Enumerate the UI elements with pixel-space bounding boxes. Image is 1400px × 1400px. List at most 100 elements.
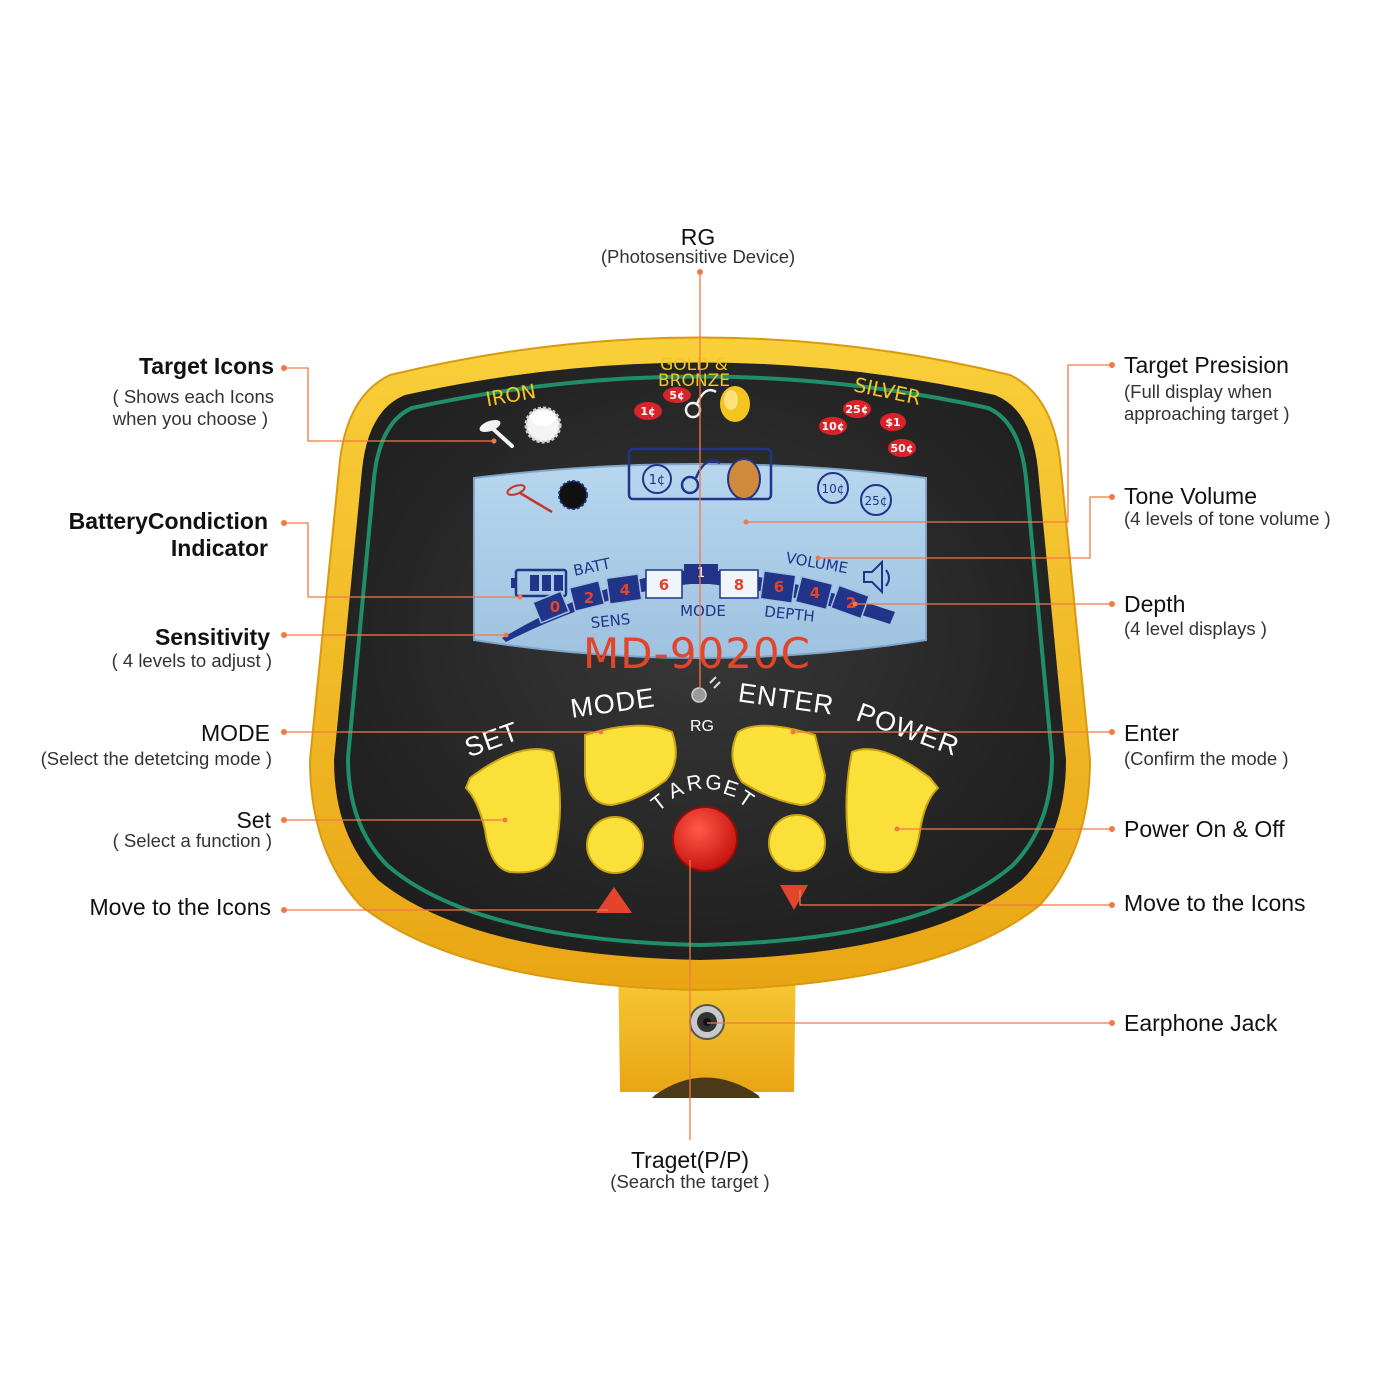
svg-text:5¢: 5¢	[669, 389, 684, 402]
move-up-button[interactable]	[586, 816, 644, 874]
gold-nugget-icon	[720, 386, 750, 422]
callout-sensitivity-title: Sensitivity	[155, 624, 270, 650]
panel-ring	[345, 374, 1055, 948]
leader-lines	[281, 269, 1115, 1140]
callout-battery: BatteryCondiction Indicator	[69, 508, 268, 561]
callout-depth: Depth (4 level displays )	[1124, 591, 1267, 639]
callout-target-precision-title: Target Presision	[1124, 352, 1289, 378]
callout-target-precision: Target Presision (Full display when appr…	[1124, 352, 1290, 424]
coin-1-dollar: $1	[880, 413, 906, 431]
callout-mode-sub: (Select the detetcing mode )	[41, 748, 272, 769]
callout-rg-sub: (Photosensitive Device)	[601, 246, 795, 267]
model-name: MD-9020C	[583, 629, 811, 678]
callout-enter-title: Enter	[1124, 720, 1179, 746]
lcd-speaker-icon	[863, 559, 890, 595]
callout-power-title: Power On & Off	[1124, 816, 1285, 842]
callout-earphone-title: Earphone Jack	[1124, 1010, 1278, 1036]
lcd-sens-label: SENS	[590, 610, 631, 632]
lcd-seg-6b: 6	[774, 578, 784, 596]
callout-tone-volume-title: Tone Volume	[1124, 483, 1257, 509]
lcd-seg-8: 8	[734, 576, 744, 594]
target-letter-r: R	[685, 771, 704, 796]
move-down-button[interactable]	[768, 814, 826, 872]
callout-battery-title1: BatteryCondiction	[69, 508, 268, 534]
callout-target-pp-sub: (Search the target )	[610, 1171, 769, 1192]
callout-set: Set ( Select a function )	[113, 807, 272, 851]
target-button[interactable]	[672, 806, 738, 872]
coin-10c: 10¢	[819, 417, 847, 435]
callout-enter: Enter (Confirm the mode )	[1124, 720, 1289, 769]
svg-text:10¢: 10¢	[822, 482, 845, 496]
callout-set-title: Set	[236, 807, 271, 833]
svg-text:10¢: 10¢	[822, 420, 845, 433]
callout-set-sub: ( Select a function )	[113, 830, 272, 851]
callout-depth-title: Depth	[1124, 591, 1185, 617]
lcd-ring-icon	[680, 459, 721, 495]
target-categories: IRON GOLD & BRONZE SILVER 1¢ 5¢	[479, 355, 923, 457]
lcd-segment-arc	[502, 564, 895, 642]
lcd-seg-6: 6	[659, 576, 669, 594]
callout-earphone: Earphone Jack	[1124, 1010, 1278, 1036]
target-letter-g: G	[705, 771, 723, 795]
callout-move-left: Move to the Icons	[89, 894, 271, 920]
gold-label-1: GOLD &	[660, 355, 728, 375]
callout-sensitivity: Sensitivity ( 4 levels to adjust )	[112, 624, 272, 671]
callout-mode: MODE (Select the detetcing mode )	[41, 720, 272, 769]
nail-icon	[479, 419, 514, 448]
callout-target-icons-title: Target Icons	[139, 353, 274, 379]
coin-50c: 50¢	[888, 439, 916, 457]
lcd-gold-icon	[727, 458, 761, 500]
lcd-seg-1: 1	[697, 566, 705, 581]
callout-target-pp: Traget(P/P) (Search the target )	[610, 1147, 769, 1192]
rg-label: RG	[690, 718, 714, 735]
rg-sensor: RG	[690, 676, 721, 735]
svg-text:50¢: 50¢	[891, 442, 914, 455]
callout-target-icons-sub1: ( Shows each Icons	[113, 386, 274, 407]
power-button[interactable]	[845, 748, 940, 874]
set-button[interactable]	[464, 748, 562, 874]
callout-target-pp-title: Traget(P/P)	[631, 1147, 749, 1173]
callout-move-right-title: Move to the Icons	[1124, 890, 1306, 916]
lcd-depth-label: DEPTH	[763, 602, 815, 625]
mode-button[interactable]	[584, 724, 677, 807]
lcd-battery-icon	[511, 568, 568, 598]
callout-move-left-title: Move to the Icons	[89, 894, 271, 920]
svg-text:1¢: 1¢	[640, 405, 655, 418]
shaft-cuff	[652, 1077, 760, 1098]
enter-button[interactable]	[731, 724, 827, 807]
lcd-seg-4b: 4	[810, 584, 820, 602]
callout-target-precision-sub2: approaching target )	[1124, 403, 1290, 424]
callout-mode-title: MODE	[201, 720, 270, 746]
callout-power: Power On & Off	[1124, 816, 1285, 842]
coin-5c: 5¢	[663, 387, 691, 403]
svg-text:$1: $1	[885, 416, 900, 429]
callout-battery-title2: Indicator	[171, 535, 268, 561]
coin-1c: 1¢	[634, 402, 662, 420]
callout-target-icons: Target Icons ( Shows each Icons when you…	[112, 353, 274, 429]
lcd-seg-2b: 2	[846, 594, 856, 612]
target-letter-e: E	[720, 776, 740, 802]
callout-rg: RG (Photosensitive Device)	[601, 224, 795, 267]
lcd-coin-25c: 25¢	[860, 484, 892, 516]
callout-sensitivity-sub: ( 4 levels to adjust )	[112, 650, 272, 671]
callout-target-precision-sub1: (Full display when	[1124, 381, 1272, 402]
down-arrow-icon	[780, 885, 808, 910]
callout-tone-volume: Tone Volume (4 levels of tone volume )	[1124, 483, 1331, 529]
callout-tone-volume-sub: (4 levels of tone volume )	[1124, 508, 1331, 529]
callout-move-right: Move to the Icons	[1124, 890, 1306, 916]
callout-rg-title: RG	[681, 224, 716, 250]
lcd-seg-0: 0	[550, 598, 560, 616]
up-arrow-icon	[596, 887, 632, 913]
svg-text:25¢: 25¢	[865, 494, 888, 508]
lcd-seg-4: 4	[620, 581, 630, 599]
earphone-jack[interactable]	[689, 1004, 725, 1040]
lcd-bottle-cap-icon	[558, 480, 588, 510]
svg-text:1¢: 1¢	[649, 473, 666, 488]
lcd-mode-label: MODE	[680, 602, 726, 620]
lcd-coin-10c: 10¢	[817, 472, 849, 504]
svg-text:25¢: 25¢	[846, 403, 869, 416]
gold-label-2: BRONZE	[658, 371, 730, 391]
callout-target-icons-sub2: when you choose )	[112, 408, 268, 429]
bottle-cap-icon	[524, 406, 562, 444]
